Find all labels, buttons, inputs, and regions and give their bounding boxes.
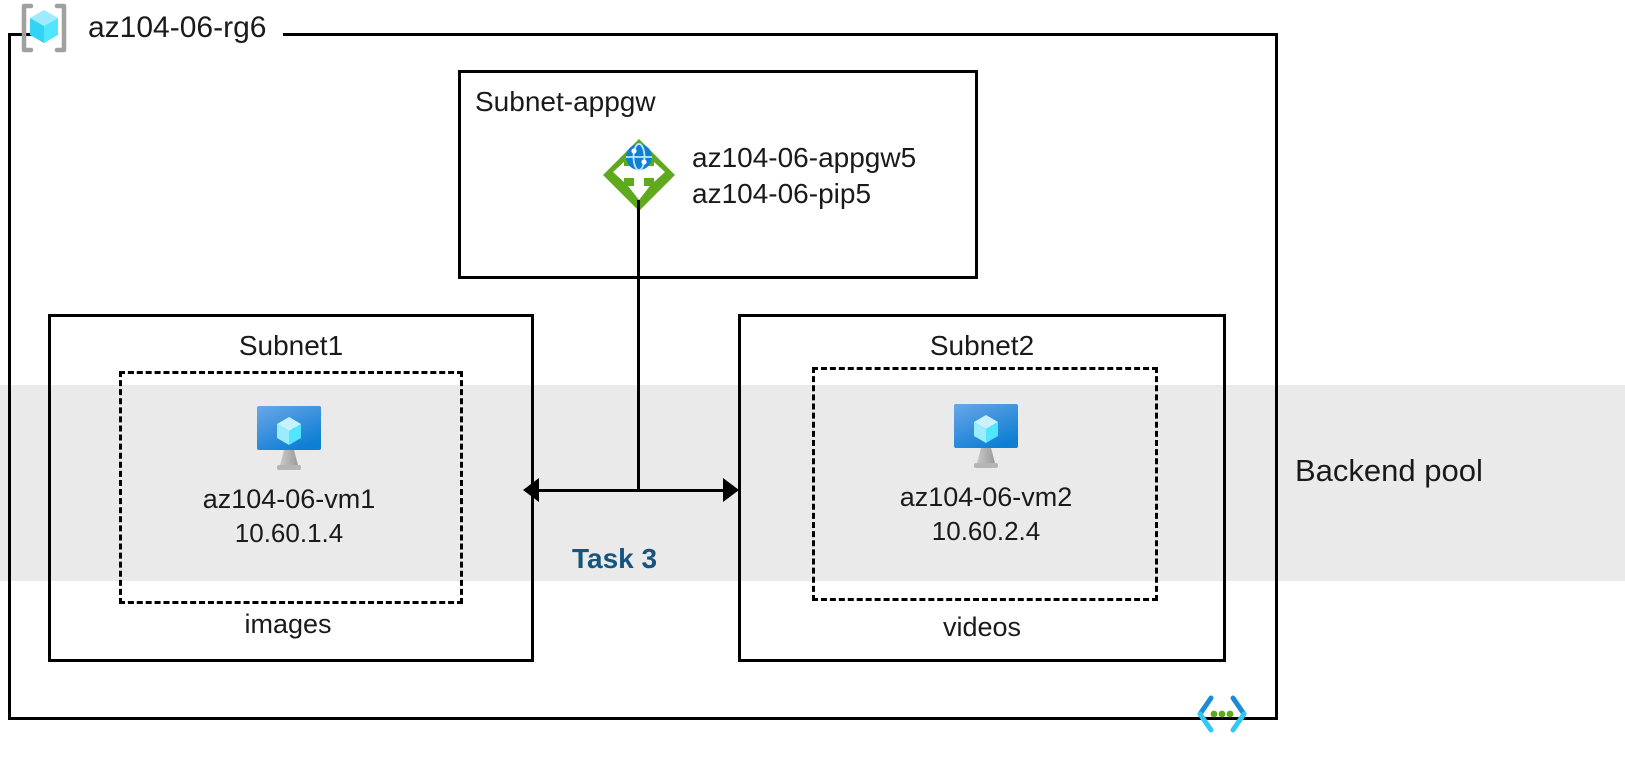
- vm-node-1: az104-06-vm1 10.60.1.4: [159, 402, 419, 550]
- subnet2-caption: videos: [942, 612, 1022, 642]
- application-gateway-labels: az104-06-appgw5 az104-06-pip5: [692, 136, 916, 212]
- vm2-ip: 10.60.2.4: [931, 516, 1041, 546]
- appgw-connector-line: [637, 200, 640, 490]
- subnet1-title: Subnet1: [238, 330, 344, 361]
- subnet-box-subnet2: Subnet2: [738, 314, 1226, 662]
- arrow-head-right-icon: [723, 478, 739, 502]
- backend-pool-label: Backend pool: [1295, 453, 1483, 488]
- subnet-appgw-title: Subnet-appgw: [475, 86, 656, 117]
- application-gateway-node: az104-06-appgw5 az104-06-pip5: [600, 136, 916, 214]
- subnet1-dashed-group: [119, 371, 463, 604]
- appgw-resource-name: az104-06-appgw5: [692, 142, 917, 173]
- vm2-name: az104-06-vm2: [899, 482, 1073, 512]
- task-label: Task 3: [572, 543, 658, 574]
- resource-group-header: az104-06-rg6: [18, 2, 266, 54]
- vm1-name: az104-06-vm1: [202, 484, 376, 514]
- virtual-machine-icon: [251, 402, 327, 474]
- vm-node-2: az104-06-vm2 10.60.2.4: [856, 400, 1116, 548]
- virtual-machine-icon: [948, 400, 1024, 472]
- code-brackets-icon: [1196, 694, 1248, 734]
- resource-group-border-left: [8, 33, 11, 720]
- resource-group-border-bottom: [8, 717, 1278, 720]
- subnet-link-line: [531, 489, 737, 492]
- resource-group-cube-icon: [18, 2, 70, 54]
- application-gateway-icon: [600, 136, 678, 214]
- subnet2-dashed-group: [812, 367, 1158, 601]
- subnet2-title: Subnet2: [929, 330, 1035, 361]
- resource-group-border-stub: [8, 33, 46, 36]
- subnet-box-appgw: Subnet-appgw: [458, 70, 978, 279]
- resource-group-name: az104-06-rg6: [88, 11, 267, 44]
- vm1-ip: 10.60.1.4: [234, 518, 344, 548]
- resource-group-border-top: [283, 33, 1278, 36]
- appgw-public-ip-name: az104-06-pip5: [692, 178, 872, 209]
- resource-group-border-right: [1275, 33, 1278, 720]
- subnet1-caption: images: [244, 609, 332, 639]
- subnet-box-subnet1: Subnet1: [48, 314, 534, 662]
